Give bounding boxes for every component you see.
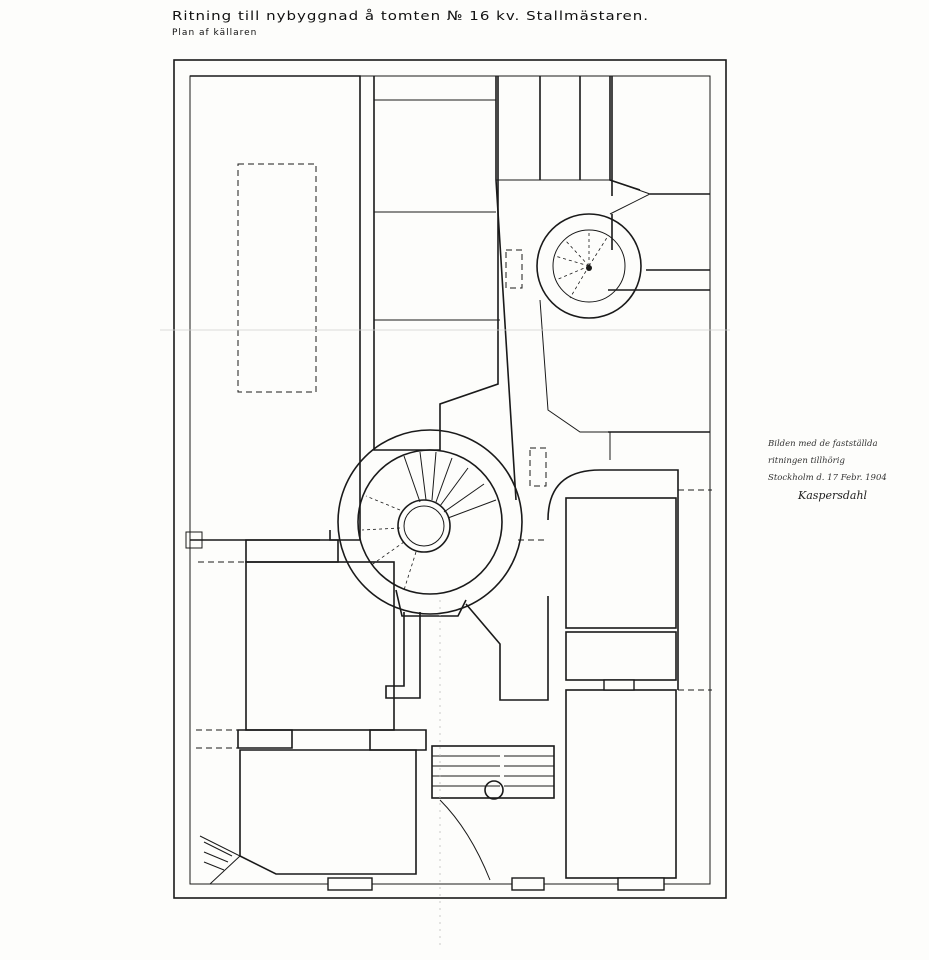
note-line-2: ritningen tillhörig — [768, 456, 845, 466]
flue-right — [465, 596, 549, 701]
approval-note: Bilden med de fastställda ritningen till… — [768, 436, 908, 504]
stair-bottom-treads — [432, 755, 554, 787]
spiral-stair-core-inner — [403, 505, 445, 547]
bottom-wall-blocks — [237, 729, 427, 751]
corridor-left-walls — [373, 76, 499, 451]
right-dashed — [678, 489, 712, 691]
window-bottom-1 — [327, 877, 373, 891]
inner-wall-line — [189, 75, 711, 885]
note-line-3: Stockholm d. 17 Febr. 1904 — [768, 473, 887, 483]
right-rooms-walls — [608, 76, 710, 433]
outer-wall — [173, 59, 727, 899]
spiral-stair-inner-wall — [357, 449, 503, 595]
dashed-pit-left — [237, 163, 317, 393]
round-stair-treads — [554, 230, 609, 299]
right-arch-room — [547, 469, 679, 690]
corner-stair-left — [199, 835, 241, 885]
signature: Kaspersdahl — [798, 489, 868, 502]
corridor-partitions — [374, 99, 500, 321]
flue-left — [385, 612, 421, 699]
spiral-stair-core — [397, 499, 451, 553]
window-bottom-3 — [617, 877, 665, 891]
spiral-stair-dashed-treads — [361, 495, 417, 591]
stair-curve — [439, 799, 491, 881]
dashed-opening-2 — [529, 447, 547, 487]
upper-cell-bottom — [496, 179, 652, 215]
round-stair-newel — [586, 265, 592, 271]
left-hall-walls — [190, 75, 361, 541]
window-bottom-2 — [511, 877, 545, 891]
upper-cells — [495, 76, 641, 501]
mid-dashed — [198, 539, 548, 563]
room-right-3 — [565, 689, 677, 879]
drawing-title: Ritning till nybyggnad å tomten № 16 kv.… — [172, 8, 650, 24]
stair-bottom-block — [431, 745, 555, 799]
room-right-2 — [565, 631, 677, 681]
door-right — [603, 679, 635, 691]
room-lower-left — [245, 561, 395, 731]
spiral-stair-outer-wall — [337, 429, 523, 615]
dashed-opening-1 — [505, 249, 523, 289]
bottom-dashed — [196, 729, 370, 749]
stair-landing — [395, 589, 467, 617]
stair-newel-bottom — [484, 780, 504, 800]
room-bottom-left — [239, 749, 417, 875]
note-line-1: Bilden med de fastställda — [768, 439, 878, 449]
round-stair-outer — [536, 213, 642, 319]
drawing-subtitle: Plan af källaren — [172, 28, 258, 38]
mid-wall-left — [245, 539, 339, 563]
round-stair-inner — [552, 229, 626, 303]
room-right-1 — [565, 497, 677, 629]
right-corridor — [539, 299, 611, 460]
spiral-stair-treads — [403, 451, 497, 519]
